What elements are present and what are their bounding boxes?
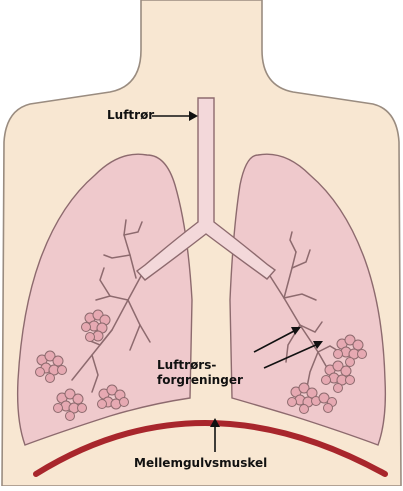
bronchi-label-line1: Luftrørs- [157, 358, 216, 372]
diaphragm-label: Mellemgulvsmuskel [134, 456, 267, 470]
bronchi-label-line2: forgreninger [157, 373, 243, 387]
trachea-label: Luftrør [107, 108, 154, 122]
